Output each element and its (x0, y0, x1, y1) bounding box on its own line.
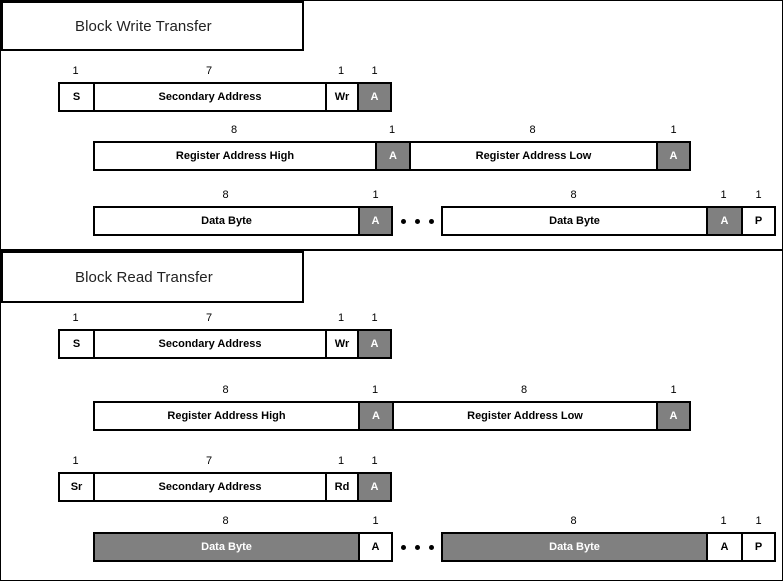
section-title-block-read-transfer: Block Read Transfer (75, 268, 213, 286)
frame-cell-a: A (357, 82, 392, 112)
bit-count-label: 8 (520, 384, 528, 396)
section-title-block-write-transfer: Block Write Transfer (75, 17, 212, 35)
ellipsis-dot (428, 218, 434, 224)
frame-cell-a: A (357, 472, 392, 502)
bit-count-label: 1 (372, 189, 379, 201)
section-divider (1, 249, 782, 251)
repeat-ellipsis (393, 532, 441, 562)
frame-cell-a: A (358, 532, 393, 562)
bit-count-label: 1 (337, 312, 345, 324)
bit-count-label: 1 (371, 384, 379, 396)
frame-cell-a: A (706, 206, 741, 236)
bit-count-label: 8 (570, 515, 577, 527)
ellipsis-dot (414, 218, 420, 224)
frame-cell-s: S (58, 82, 93, 112)
bit-count-label: 1 (337, 65, 345, 77)
section-title-box-block-write-transfer: Block Write Transfer (1, 1, 304, 51)
ellipsis-dot (400, 544, 406, 550)
bit-count-label: 1 (720, 189, 727, 201)
bit-count-label: 1 (755, 515, 762, 527)
bit-count-label: 7 (205, 312, 213, 324)
bit-count-label: 1 (670, 384, 677, 396)
frame-cell-a: A (656, 141, 691, 171)
frame-cell-data-byte: Data Byte (93, 532, 358, 562)
frame-cell-data-byte: Data Byte (441, 532, 706, 562)
bit-count-label: 1 (337, 455, 345, 467)
frame-cell-s: S (58, 329, 93, 359)
frame-cell-p: P (741, 532, 776, 562)
frame-cell-a: A (375, 141, 409, 171)
bit-count-label: 1 (720, 515, 727, 527)
bit-count-label: 1 (72, 65, 79, 77)
frame-cell-secondary-address: Secondary Address (93, 82, 325, 112)
bit-count-label: 1 (72, 312, 79, 324)
ellipsis-dot (400, 218, 406, 224)
ellipsis-dot (428, 544, 434, 550)
section-title-box-block-read-transfer: Block Read Transfer (1, 251, 304, 303)
bit-count-label: 1 (670, 124, 677, 136)
frame-cell-register-address-low: Register Address Low (392, 401, 656, 431)
bit-count-label: 1 (72, 455, 79, 467)
bit-count-label: 7 (205, 455, 213, 467)
bit-count-label: 8 (570, 189, 577, 201)
bit-count-label: 8 (529, 124, 536, 136)
bit-count-label: 7 (205, 65, 213, 77)
frame-cell-a: A (358, 401, 392, 431)
frame-cell-secondary-address: Secondary Address (93, 472, 325, 502)
frame-cell-data-byte: Data Byte (93, 206, 358, 236)
bit-count-label: 8 (222, 384, 229, 396)
frame-cell-data-byte: Data Byte (441, 206, 706, 236)
bit-count-label: 1 (371, 65, 378, 77)
bit-count-label: 8 (222, 189, 229, 201)
frame-cell-rd: Rd (325, 472, 357, 502)
frame-cell-a: A (706, 532, 741, 562)
repeat-ellipsis (393, 206, 441, 236)
bit-count-label: 1 (372, 515, 379, 527)
frame-cell-register-address-high: Register Address High (93, 401, 358, 431)
bit-count-label: 1 (755, 189, 762, 201)
frame-cell-a: A (656, 401, 691, 431)
frame-cell-p: P (741, 206, 776, 236)
bit-count-label: 1 (388, 124, 396, 136)
bit-count-label: 8 (222, 515, 229, 527)
frame-cell-wr: Wr (325, 329, 357, 359)
frame-cell-wr: Wr (325, 82, 357, 112)
bit-count-label: 8 (230, 124, 238, 136)
frame-cell-a: A (357, 329, 392, 359)
frame-cell-register-address-high: Register Address High (93, 141, 375, 171)
frame-cell-sr: Sr (58, 472, 93, 502)
frame-cell-a: A (358, 206, 393, 236)
ellipsis-dot (414, 544, 420, 550)
bit-count-label: 1 (371, 312, 378, 324)
frame-cell-register-address-low: Register Address Low (409, 141, 656, 171)
bit-count-label: 1 (371, 455, 378, 467)
frame-cell-secondary-address: Secondary Address (93, 329, 325, 359)
